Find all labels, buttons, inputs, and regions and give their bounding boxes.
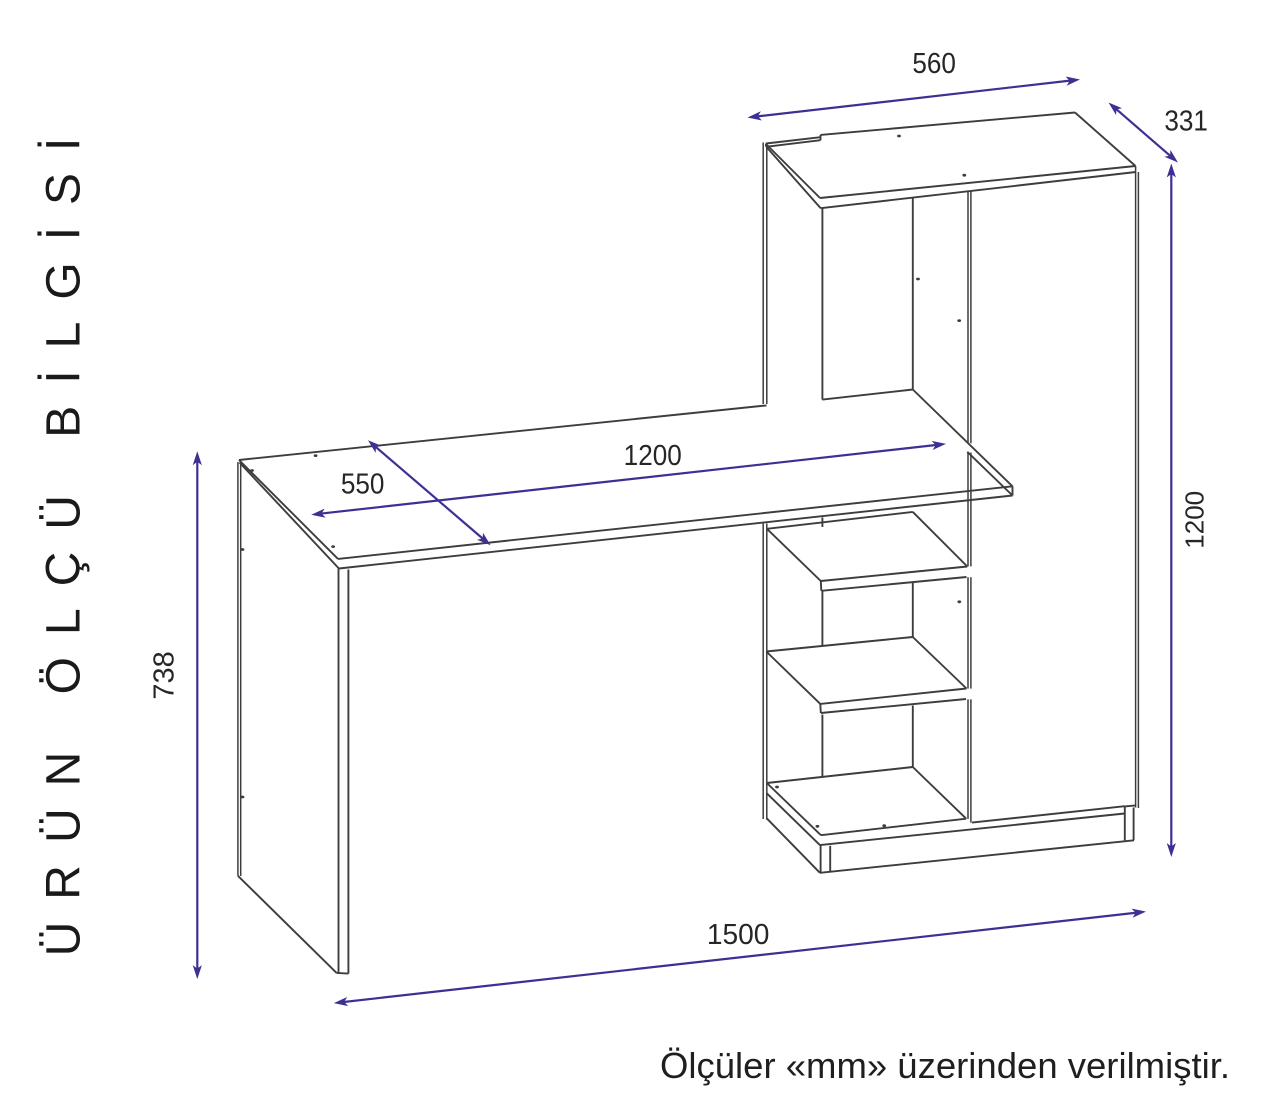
svg-text:738: 738 [148,651,180,699]
svg-text:1200: 1200 [624,439,682,472]
svg-text:550: 550 [341,467,385,500]
svg-text:331: 331 [1164,104,1208,137]
svg-text:ÜRÜN ÖLÇÜ BİLGİSİ: ÜRÜN ÖLÇÜ BİLGİSİ [38,116,91,957]
svg-text:1200: 1200 [1180,491,1210,549]
svg-text:1500: 1500 [707,919,770,951]
svg-text:560: 560 [912,47,956,80]
svg-text:Ölçüler «mm» üzerinden verilmi: Ölçüler «mm» üzerinden verilmiştir. [660,1045,1230,1086]
